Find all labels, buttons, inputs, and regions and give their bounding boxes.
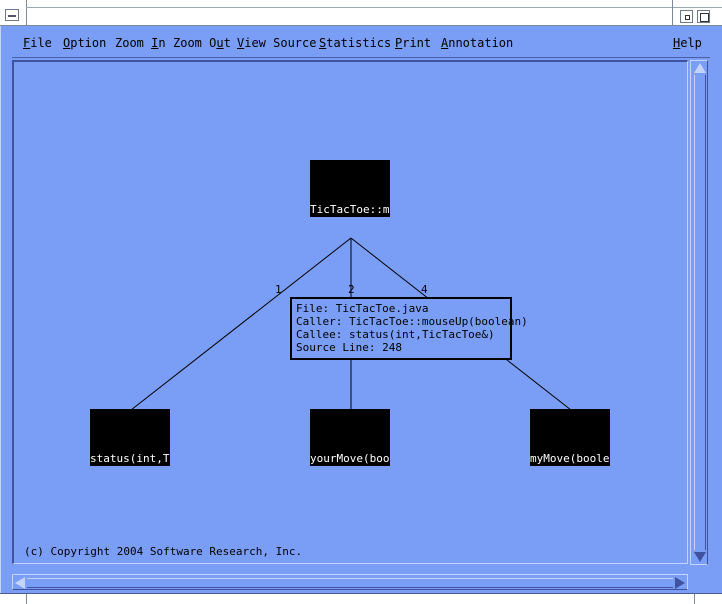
edge-line[interactable] [130,237,352,411]
menu-zoom-out[interactable]: Zoom Out [173,36,231,50]
menu-label: iew Source [244,36,317,50]
maximize-icon[interactable] [697,10,710,23]
menu-label: ile [30,36,52,50]
scroll-down-arrow-icon[interactable] [694,552,706,562]
scroll-up-arrow-icon[interactable] [694,63,706,73]
menu-mnemonic: F [23,36,31,50]
menu-zoom-in[interactable]: Zoom In [115,36,166,50]
node-label: status(int,Ti [90,453,170,465]
menu-mnemonic: I [151,36,159,50]
menu-help[interactable]: Help [673,36,702,50]
tooltip-file: File: TicTacToe.java [296,302,429,315]
graph-node-child[interactable]: yourMove(bool [310,409,390,466]
vertical-scrollbar[interactable] [690,60,708,565]
menu-label: Zoom [115,36,152,50]
menu-bar: File Option Zoom In Zoom Out View Source… [12,30,710,56]
menu-label: t [223,36,231,50]
menu-statistics[interactable]: Statistics [319,36,391,50]
window-bottom-border [0,593,722,604]
edge-number: 1 [275,283,282,296]
node-label: yourMove(bool [310,453,390,465]
tooltip-callee: Callee: status(int,TicTacToe&) [296,328,495,341]
graph-node-root[interactable]: TicTacToe::mo [310,160,390,217]
title-bar[interactable] [0,0,722,26]
title-groove [26,7,722,8]
menu-separator [12,57,710,58]
menu-label: ption [70,36,107,50]
horizontal-scrollbar[interactable] [12,574,688,590]
border-tick [26,594,27,604]
horizontal-scroll-thumb[interactable] [27,578,673,588]
menu-label: elp [680,36,702,50]
title-divider [672,0,673,26]
scroll-right-arrow-icon[interactable] [675,577,685,589]
menu-mnemonic: P [395,36,403,50]
border-tick [694,594,695,604]
menu-view-source[interactable]: View Source [237,36,316,50]
graph-node-child[interactable]: status(int,Ti [90,409,170,466]
title-divider [26,0,27,26]
vertical-scroll-thumb[interactable] [694,75,706,550]
menu-mnemonic: u [216,36,224,50]
menu-annotation[interactable]: Annotation [441,36,513,50]
menu-mnemonic: H [673,36,681,50]
tooltip-source-line: Source Line: 248 [296,341,402,354]
menu-label: rint [402,36,432,50]
menu-option[interactable]: Option [63,36,106,50]
call-graph-canvas[interactable]: TicTacToe::mo status(int,Ti yourMove(boo… [12,60,688,564]
node-label: myMove(boolea [530,453,610,465]
tooltip-caller: Caller: TicTacToe::mouseUp(boolean) [296,315,528,328]
menu-file[interactable]: File [23,36,52,50]
menu-mnemonic: A [441,36,449,50]
edge-number: 2 [348,283,355,296]
graph-node-child[interactable]: myMove(boolea [530,409,610,466]
menu-label: nnotation [448,36,514,50]
menu-label: Zoom O [173,36,217,50]
menu-mnemonic: V [237,36,245,50]
node-label: TicTacToe::mo [310,204,390,216]
menu-print[interactable]: Print [395,36,431,50]
scroll-left-arrow-icon[interactable] [15,577,25,589]
copyright-text: (c) Copyright 2004 Software Research, In… [24,545,303,558]
edge-number: 4 [421,283,428,296]
system-menu-icon[interactable] [5,9,19,21]
menu-label: tatistics [326,36,392,50]
edge-info-tooltip: File: TicTacToe.java Caller: TicTacToe::… [290,297,528,360]
menu-mnemonic: S [319,36,327,50]
minimize-icon[interactable] [680,10,693,23]
menu-label: n [158,36,166,50]
menu-mnemonic: O [63,36,71,50]
